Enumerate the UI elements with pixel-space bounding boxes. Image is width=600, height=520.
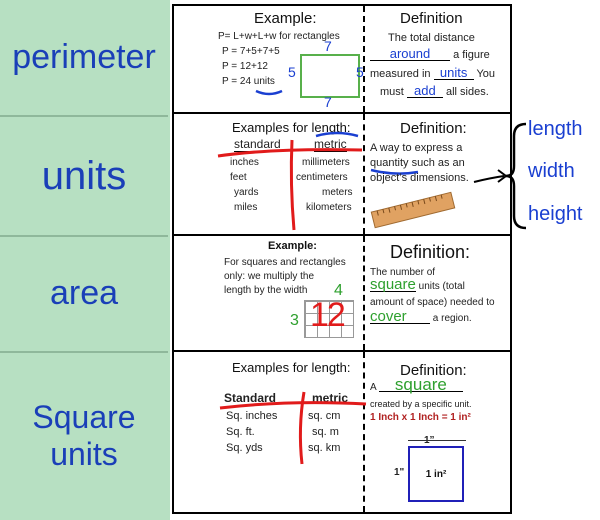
metric-0: millimeters xyxy=(302,157,350,168)
def-text-measured: measured in xyxy=(370,68,431,80)
side-label-height: height xyxy=(528,203,583,225)
col-metric: metric xyxy=(314,137,347,152)
def-line-3: object’s dimensions. xyxy=(370,172,469,184)
def-fill-add: add xyxy=(406,84,443,98)
example-title: Example: xyxy=(268,240,317,252)
dim-right: 5 xyxy=(356,64,364,80)
example-line-1: For squares and rectangles xyxy=(224,257,346,268)
term-square-units: Square units xyxy=(0,353,168,519)
def-text-figure: a figure xyxy=(453,49,490,61)
row-perimeter: Example: P= L+w+L+w for rectangles P = 7… xyxy=(174,6,510,114)
def-line-2: square units (total xyxy=(370,276,465,293)
def-fill-square: square xyxy=(378,376,463,393)
side-label-width: width xyxy=(528,160,575,182)
dim-left: 5 xyxy=(288,64,296,80)
row-divider xyxy=(363,114,365,234)
term-square-units-label: Square units xyxy=(32,399,136,472)
dim-top: 7 xyxy=(324,38,332,54)
dim-bottom: 7 xyxy=(324,94,332,110)
definition-title: Definition: xyxy=(400,120,467,137)
def-fill-units: units xyxy=(433,66,474,80)
row-square-units: Examples for length: Standard metric Sq.… xyxy=(174,352,510,512)
def-line-4: cover a region. xyxy=(370,309,472,325)
def-line-2: quantity such as an xyxy=(370,157,465,169)
t-chart-lines xyxy=(219,391,367,465)
def-line-3: amount of space) needed to xyxy=(370,297,495,308)
example-line-2: only: we multiply the xyxy=(224,271,315,282)
def-fill-around: around xyxy=(370,47,450,61)
side-label-length: length xyxy=(528,118,583,140)
area-grid xyxy=(304,300,354,338)
row-units: Examples for length: standard metric inc… xyxy=(174,114,510,236)
standard-1: feet xyxy=(230,172,247,183)
formula-line: P= L+w+L+w for rectangles xyxy=(218,30,340,43)
definition-title: Definition xyxy=(400,10,463,27)
def-fill-square: square xyxy=(370,276,416,293)
col-standard: Standard xyxy=(224,391,277,405)
row-divider xyxy=(363,352,365,512)
unit-formula: 1 Inch x 1 Inch = 1 in² xyxy=(370,412,471,423)
def-line-1: A square xyxy=(370,376,463,394)
def-prefix: A xyxy=(370,382,377,393)
standard-3: miles xyxy=(234,202,258,213)
def-line-1: The total distance xyxy=(388,32,475,44)
unit-square: 1 in² xyxy=(408,446,464,502)
calc-line-4: P = 24 units xyxy=(222,76,275,87)
definition-title: Definition: xyxy=(390,242,471,262)
metric-2: sq. km xyxy=(308,442,341,454)
standard-1: Sq. ft. xyxy=(226,426,255,438)
calc-line-2: P = 7+5+7+5 xyxy=(222,46,280,57)
answer-underline xyxy=(255,89,283,96)
def-line-1: The number of xyxy=(370,267,436,278)
ruler-image xyxy=(370,191,456,229)
def-fill-cover: cover xyxy=(370,309,430,324)
row-divider xyxy=(363,6,365,112)
def-text-units-total: units (total xyxy=(418,281,465,292)
def-text-region: a region. xyxy=(432,313,472,324)
metric-1: sq. m xyxy=(312,426,339,438)
def-text-you: You xyxy=(476,68,496,80)
num-left: 3 xyxy=(290,312,299,329)
term-area: area xyxy=(0,237,168,353)
formula-text: P= L+w+L+w for rectangles xyxy=(218,31,340,42)
metric-2: meters xyxy=(322,187,353,198)
metric-0: sq. cm xyxy=(308,410,341,422)
standard-0: Sq. inches xyxy=(226,410,278,422)
term-units: units xyxy=(0,117,168,237)
quantity-underline xyxy=(370,168,419,175)
term-column: perimeter units area Square units xyxy=(0,0,170,520)
metric-1: centimeters xyxy=(296,172,348,183)
metric-3: kilometers xyxy=(306,202,352,213)
def-line-2: created by a specific unit. xyxy=(370,399,472,409)
example-title: Examples for length: xyxy=(232,120,351,135)
example-line-3: length by the width xyxy=(224,285,308,296)
term-perimeter: perimeter xyxy=(0,0,168,117)
def-line-4: must add all sides. xyxy=(380,84,489,99)
definition-title: Definition: xyxy=(400,362,467,379)
dimension-brace xyxy=(473,122,527,230)
square-top-line xyxy=(408,440,466,441)
length-underline xyxy=(315,131,359,138)
def-line-3: measured in units You xyxy=(370,66,495,81)
t-chart-lines xyxy=(217,139,363,231)
calc-line-3: P = 12+12 xyxy=(222,61,268,72)
def-text-all-sides: all sides. xyxy=(445,86,489,98)
row-area: Example: For squares and rectangles only… xyxy=(174,236,510,352)
def-text-must: must xyxy=(380,86,404,98)
standard-0: inches xyxy=(230,157,259,168)
def-line-1: A way to express a xyxy=(370,142,463,154)
row-divider xyxy=(363,236,365,350)
result-number: 12 xyxy=(310,296,346,334)
unit-square-label: 1 in² xyxy=(425,468,447,480)
standard-2: yards xyxy=(234,187,259,198)
rectangle-figure xyxy=(300,54,360,98)
num-top: 4 xyxy=(334,282,343,299)
example-title: Examples for length: xyxy=(232,360,351,375)
def-line-2: around a figure xyxy=(370,47,490,62)
standard-2: Sq. yds xyxy=(226,442,263,454)
square-dim-left: 1" xyxy=(394,467,405,478)
example-title: Example: xyxy=(254,10,317,27)
vocab-grid: Example: P= L+w+L+w for rectangles P = 7… xyxy=(172,4,512,514)
